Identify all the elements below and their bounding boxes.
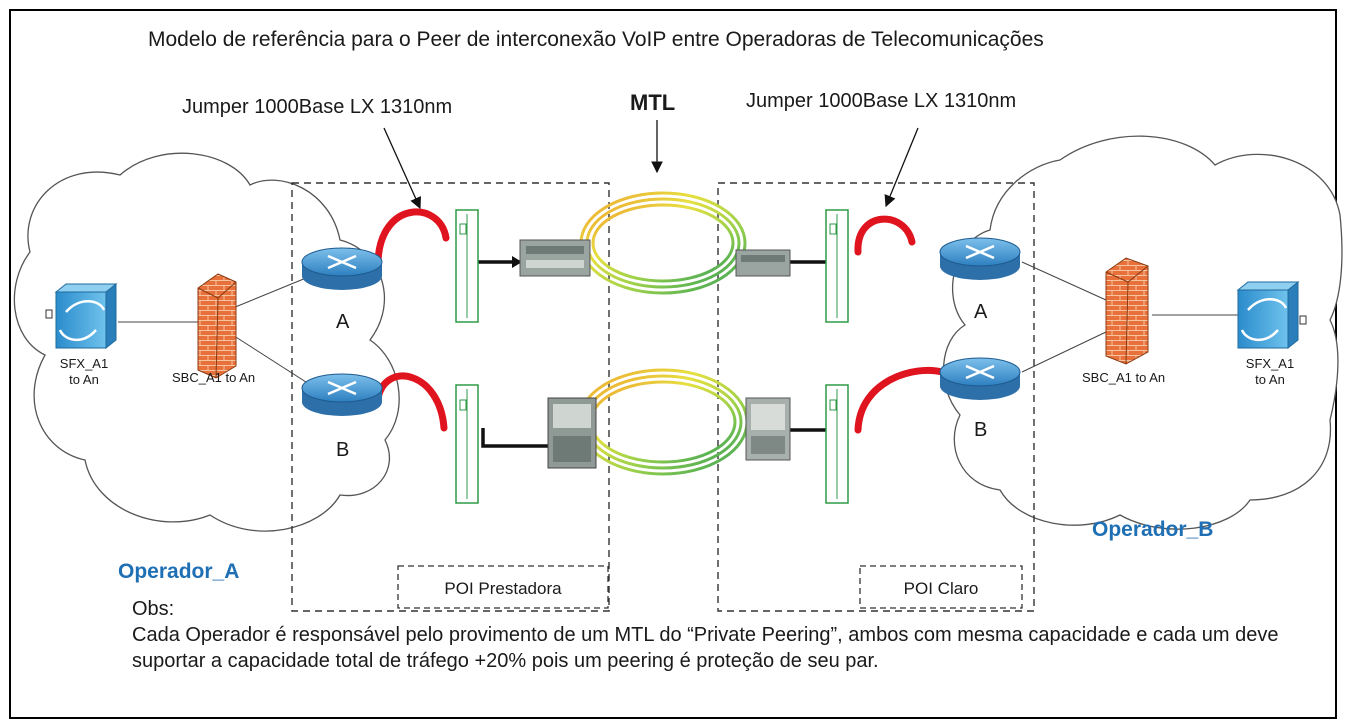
mtl-equipment-right-top [735,249,791,277]
poi-prestadora-label-box [397,565,609,609]
firewall-sbc-left-icon [197,273,237,379]
mtl-label: MTL [630,90,675,115]
page-title: Modelo de referência para o Peer de inte… [148,28,1044,51]
mtl-fiber-ring-top [579,191,747,295]
patch-panel-right-top [825,209,849,323]
patch-arrow-icon [512,256,522,268]
notes-block: Obs: Cada Operador é responsável pelo pr… [132,596,1312,674]
poi-claro-label-box [859,565,1023,609]
obs-title: Obs: [132,598,175,620]
operador-b-label: Operador_B [1092,518,1213,541]
sfx-left-label-line1: SFX_A1 [60,356,108,371]
mtl-equipment-right-bottom [745,397,791,461]
sbc-right-label: SBC_A1 to An [1082,370,1165,385]
mtl-equipment-left-bottom [547,397,597,469]
router-b-right-label: B [974,419,987,441]
jumper-right-pointer [884,127,919,208]
jumper-left-pointer [383,127,422,210]
sfx-left-label-line2: to An [69,372,99,387]
poi-claro-label: POI Claro [904,579,979,598]
jumper-left-label: Jumper 1000Base LX 1310nm [182,96,452,118]
operador-a-label: Operador_A [118,560,239,583]
patch-panel-right-bottom [825,384,849,504]
firewall-sbc-right-icon [1105,257,1149,365]
sfx-switch-right-icon [1236,280,1307,350]
router-a-right-label: A [974,301,988,323]
router-a-right-icon [939,237,1021,280]
mtl-equipment-left-top [519,239,591,277]
jumper-cables [374,208,946,434]
patch-panel-left-bottom [455,384,479,504]
router-b-left-icon [301,373,383,416]
router-a-left-icon [301,247,383,290]
mtl-fiber-ring-bottom [577,368,749,476]
jumper-right-label: Jumper 1000Base LX 1310nm [746,90,1016,112]
sbc-left-label: SBC_A1 to An [172,370,255,385]
sfx-right-label-line2: to An [1255,372,1285,387]
sfx-right-label-line1: SFX_A1 [1246,356,1294,371]
poi-prestadora-label: POI Prestadora [444,579,562,598]
patch-panel-left-top [455,209,479,323]
obs-text: Cada Operador é responsável pelo provime… [132,624,1279,672]
network-links [118,261,1238,383]
router-a-left-label: A [336,311,350,333]
router-b-left-label: B [336,439,349,461]
router-b-right-icon [939,357,1021,400]
sfx-switch-left-icon [45,282,118,350]
